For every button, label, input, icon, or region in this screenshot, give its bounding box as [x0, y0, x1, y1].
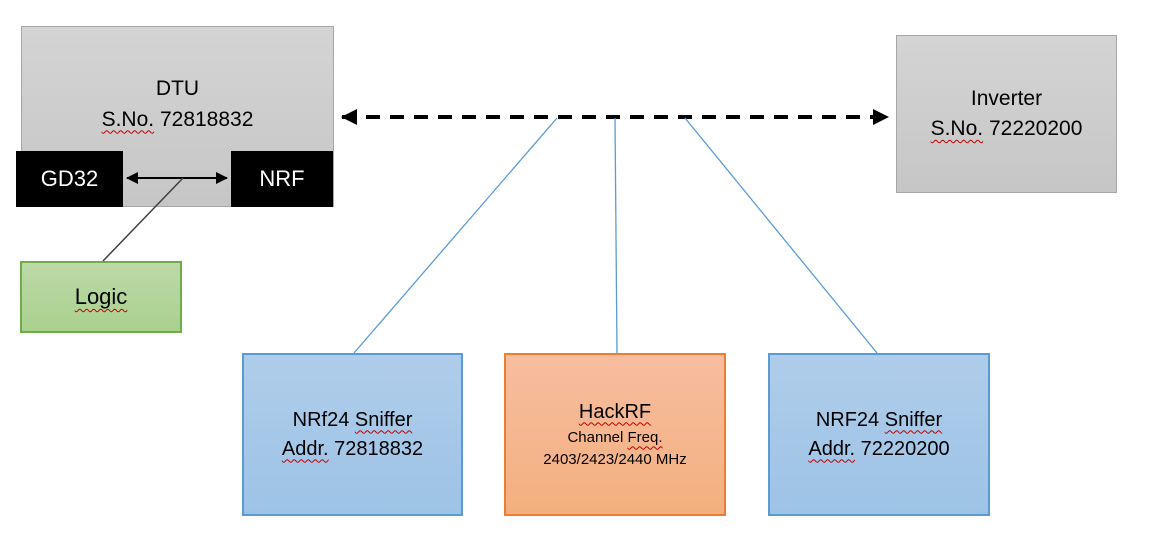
- gd32-label: GD32: [40, 166, 99, 192]
- hackrf-freq-label-a: Channel: [567, 428, 624, 446]
- sniffer1-node: NRf24 Sniffer Addr. 72818832: [242, 353, 463, 516]
- sniffer1-title: NRf24 Sniffer: [293, 406, 413, 435]
- hackrf-freq-label-b: Freq.: [627, 428, 663, 446]
- sniffer2-addr-number: 72220200: [860, 437, 950, 460]
- rf-to-sniffer1-line: [353, 117, 558, 354]
- sniffer2-addr-label: Addr.: [808, 437, 856, 460]
- nrf-node: NRF: [231, 151, 333, 207]
- sniffer2-name: NRF24: [815, 408, 880, 431]
- dtu-serial-label: S.No.: [101, 107, 155, 131]
- inverter-serial-number: 72220200: [988, 117, 1083, 140]
- logic-node: Logic: [20, 261, 182, 333]
- rf-to-sniffer2-line: [684, 117, 878, 354]
- sniffer1-kind: Sniffer: [354, 408, 413, 431]
- sniffer2-kind: Sniffer: [884, 408, 943, 431]
- sniffer2-title: NRF24 Sniffer: [816, 406, 942, 435]
- dtu-title: DTU: [155, 77, 200, 101]
- sniffer1-addr-label: Addr.: [281, 437, 329, 460]
- inverter-serial-label: S.No.: [930, 117, 984, 140]
- hackrf-freq-label: Channel Freq.: [567, 427, 662, 450]
- sniffer1-name: NRf24: [292, 408, 350, 431]
- sniffer2-addr-line: Addr. 72220200: [808, 435, 949, 464]
- dtu-serial-number: 72818832: [159, 107, 254, 131]
- inverter-serial-line: S.No. 72220200: [931, 114, 1083, 144]
- hackrf-frequencies: 2403/2423/2440 MHz: [543, 451, 687, 468]
- inverter-node: Inverter S.No. 72220200: [896, 35, 1117, 193]
- inverter-title: Inverter: [970, 86, 1043, 110]
- hackrf-title: HackRF: [578, 400, 652, 423]
- sniffer2-node: NRF24 Sniffer Addr. 72220200: [768, 353, 990, 516]
- rf-to-hackrf-line: [614, 117, 618, 354]
- hackrf-node: HackRF Channel Freq. 2403/2423/2440 MHz: [504, 353, 726, 516]
- gd32-node: GD32: [16, 151, 123, 207]
- sniffer1-addr-number: 72818832: [334, 437, 424, 460]
- sniffer1-addr-line: Addr. 72818832: [282, 435, 423, 464]
- logic-label: Logic: [74, 284, 128, 310]
- dtu-serial-line: S.No. 72818832: [102, 105, 254, 135]
- nrf-label: NRF: [259, 166, 305, 192]
